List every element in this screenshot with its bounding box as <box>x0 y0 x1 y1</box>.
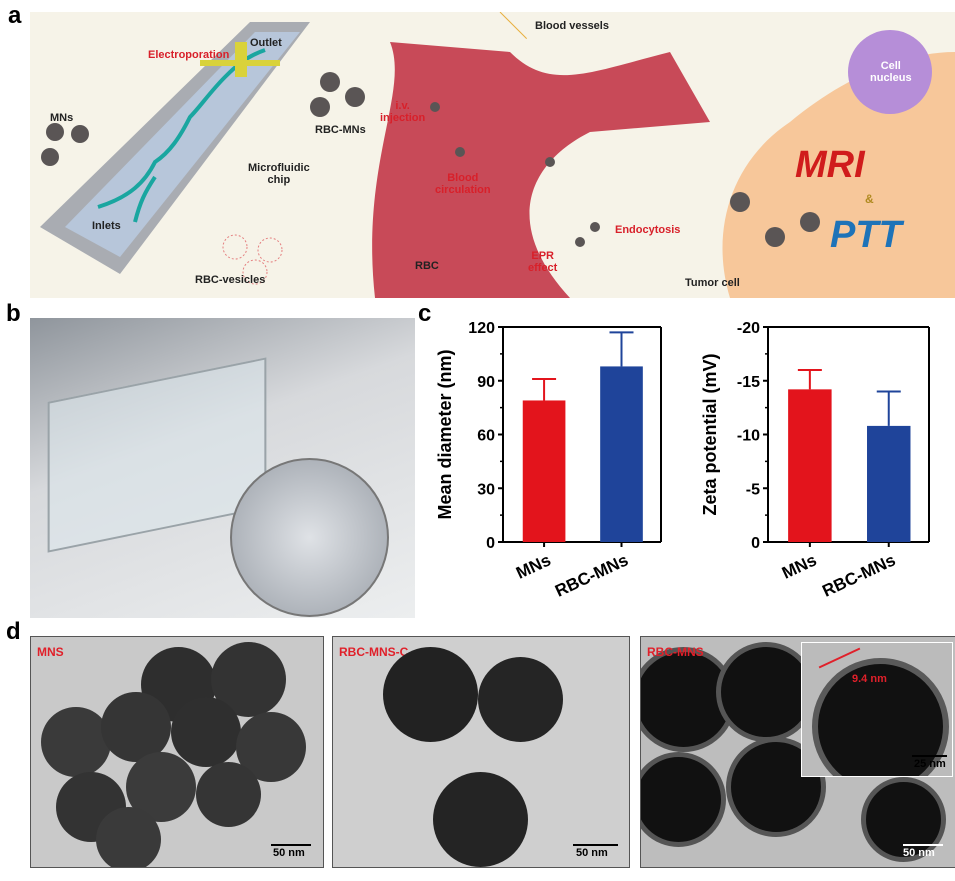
label-mns: MNs <box>50 112 74 124</box>
x-tick-label: RBC-MNs <box>552 550 631 600</box>
y-tick-label: 30 <box>477 481 495 498</box>
inset-scale-label: 25 nm <box>914 758 946 770</box>
label-blood-vessels: Blood vessels <box>535 20 609 32</box>
label-iv-injection: i.v.injection <box>380 100 425 124</box>
particle <box>96 807 161 867</box>
x-tick-label: RBC-MNs <box>819 550 898 600</box>
scale-bar <box>573 844 618 846</box>
measure-label: 9.4 nm <box>852 673 887 685</box>
particle <box>433 772 528 867</box>
label-line: effect <box>528 262 558 274</box>
inset-scale-bar <box>912 755 947 757</box>
tem-image-rbc-mns: RBC-MNS 9.4 nm 25 nm 50 nm <box>640 636 955 868</box>
bar-mns <box>522 400 566 542</box>
schematic-drawing <box>40 12 955 298</box>
bar-rbc-mns <box>867 425 911 542</box>
tem-label: RBC-MNS <box>647 645 704 659</box>
scale-bar <box>903 844 943 846</box>
tem-label: RBC-MNS-C <box>339 645 409 659</box>
chip-photo <box>30 318 415 618</box>
y-tick-label: 90 <box>477 374 495 391</box>
label-rbc-vesicles: RBC-vesicles <box>195 274 266 286</box>
y-tick-label: -5 <box>746 481 760 498</box>
label-tumor-cell: Tumor cell <box>685 277 740 289</box>
particle <box>641 752 726 847</box>
label-electroporation: Electroporation <box>148 49 230 61</box>
y-axis-label: Mean diameter (nm) <box>435 349 455 519</box>
scale-bar <box>271 844 311 846</box>
label-line: Microfluidic <box>248 162 310 174</box>
x-tick-label: MNs <box>779 550 820 582</box>
scale-label: 50 nm <box>273 847 305 859</box>
scale-label: 50 nm <box>903 847 935 859</box>
x-tick-label: MNs <box>513 550 554 582</box>
tem-image-rbc-mns-c: RBC-MNS-C 50 nm <box>332 636 630 868</box>
tem-image-mns: MNS 50 nm <box>30 636 324 868</box>
bar-rbc-mns <box>600 366 643 542</box>
panel-label-c: c <box>418 300 432 327</box>
label-outlet: Outlet <box>250 37 282 49</box>
panel-label-b: b <box>6 300 21 327</box>
bar-mns <box>788 389 832 542</box>
particle <box>196 762 261 827</box>
label-line: Blood <box>447 172 479 184</box>
label-line: injection <box>380 112 426 124</box>
panel-label-a: a <box>8 2 22 29</box>
scale-label: 50 nm <box>576 847 608 859</box>
label-inlets: Inlets <box>92 220 121 232</box>
label-endocytosis: Endocytosis <box>615 224 681 236</box>
tem-inset: 9.4 nm 25 nm <box>801 642 953 777</box>
y-axis-label: Zeta potential (mV) <box>700 353 720 515</box>
y-tick-label: -20 <box>737 320 760 337</box>
y-tick-label: 0 <box>486 535 495 552</box>
label-line: circulation <box>435 184 491 196</box>
schematic-panel: Electroporation Outlet MNs Inlets Microf… <box>30 12 955 298</box>
label-mri: MRI <box>795 144 865 186</box>
y-tick-label: 120 <box>468 320 495 337</box>
particle <box>171 697 241 767</box>
label-rbc: RBC <box>415 260 439 272</box>
particle <box>478 657 563 742</box>
y-tick-label: 60 <box>477 428 495 445</box>
label-line: nucleus <box>870 72 912 84</box>
label-line: EPR <box>531 250 554 262</box>
y-tick-label: -15 <box>737 374 760 391</box>
particle <box>41 707 111 777</box>
label-ampersand: & <box>865 192 874 206</box>
y-tick-label: -10 <box>737 428 760 445</box>
particle <box>383 647 478 742</box>
label-line: i.v. <box>395 100 410 112</box>
label-ptt: PTT <box>830 214 902 256</box>
particle <box>101 692 171 762</box>
label-line: Cell <box>880 60 901 72</box>
tem-label: MNS <box>37 645 64 659</box>
panel-label-d: d <box>6 618 21 645</box>
particle <box>861 777 946 862</box>
y-tick-label: 0 <box>751 535 760 552</box>
coin <box>230 458 389 617</box>
label-rbc-mns: RBC-MNs <box>315 124 366 136</box>
label-line: chip <box>267 174 291 186</box>
